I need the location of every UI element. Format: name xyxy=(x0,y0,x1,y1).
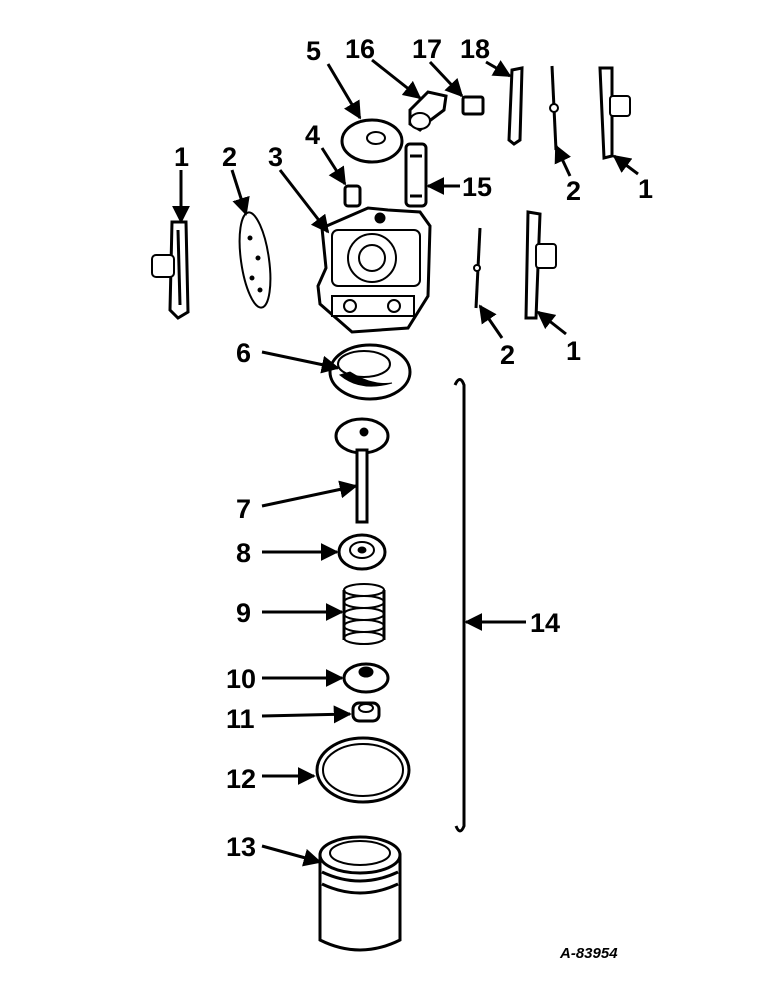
part-7-plunger-stem xyxy=(334,417,390,524)
part-8-retainer-disc xyxy=(337,533,387,571)
part-4-fitting xyxy=(343,184,362,208)
part-5-gasket-washer xyxy=(340,118,404,164)
part-1-upper-right-cover-plate xyxy=(598,66,631,160)
callout-14: 14 xyxy=(530,608,560,638)
part-9-spring xyxy=(342,583,386,645)
callout-1-left: 1 xyxy=(174,142,189,172)
callout-1-upper-right: 1 xyxy=(638,174,653,204)
callout-4: 4 xyxy=(305,120,320,150)
part-12-gasket-ring xyxy=(315,736,411,804)
callout-2-lower-right: 2 xyxy=(500,340,515,370)
callout-8: 8 xyxy=(236,538,251,568)
part-18-valve-plate xyxy=(507,66,524,146)
part-2-upper-right-diaphragm xyxy=(549,65,559,151)
part-11-nut xyxy=(351,701,381,723)
part-2-lower-right-diaphragm xyxy=(473,227,482,309)
callout-11: 11 xyxy=(226,704,255,734)
part-14-bail-rod xyxy=(453,378,466,833)
callout-2-upper-right: 2 xyxy=(566,176,581,206)
callout-2-left: 2 xyxy=(222,142,237,172)
part-16-elbow-fitting xyxy=(408,90,448,132)
callout-17: 17 xyxy=(412,34,442,64)
part-6-cup-seal xyxy=(328,343,412,401)
reference-number: A-83954 xyxy=(559,945,618,962)
callout-18: 18 xyxy=(460,34,490,64)
part-17-plug xyxy=(461,95,485,116)
callout-9: 9 xyxy=(236,598,251,628)
part-15-tube xyxy=(404,142,428,208)
part-13-sediment-bowl xyxy=(318,835,402,952)
part-10-spring-seat xyxy=(342,662,390,694)
callout-labels: 1 2 3 4 5 16 17 18 15 2 1 2 1 6 7 8 9 10… xyxy=(174,34,653,862)
callout-16: 16 xyxy=(345,34,375,64)
leader-lines xyxy=(172,58,639,867)
callout-3: 3 xyxy=(268,142,283,172)
part-2-left-diaphragm xyxy=(238,211,272,309)
callout-10: 10 xyxy=(226,664,256,694)
part-1-left-cover-plate xyxy=(151,220,190,320)
callout-7: 7 xyxy=(236,494,251,524)
part-1-lower-right-cover-plate xyxy=(524,210,557,320)
callout-6: 6 xyxy=(236,338,251,368)
part-3-pump-body xyxy=(316,206,432,334)
callout-13: 13 xyxy=(226,832,256,862)
callout-12: 12 xyxy=(226,764,256,794)
callout-1-lower-right: 1 xyxy=(566,336,581,366)
callout-15: 15 xyxy=(462,172,492,202)
callout-5: 5 xyxy=(306,36,321,66)
